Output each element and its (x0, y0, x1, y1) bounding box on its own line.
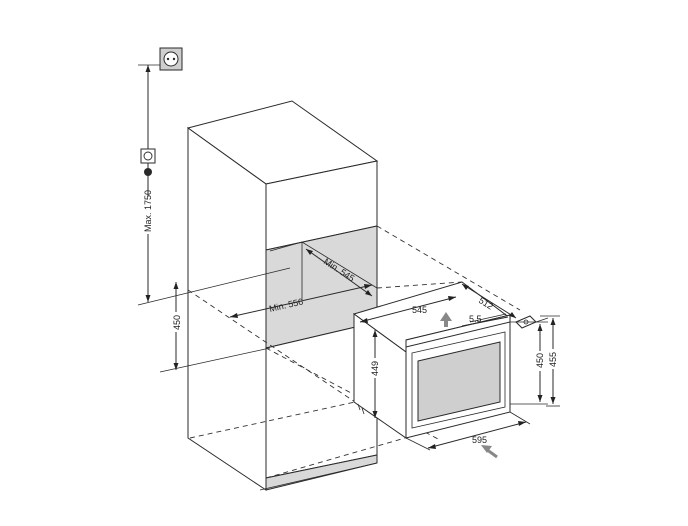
niche-height-dimension: 450 (170, 282, 182, 370)
appliance-depth-label: 545 (412, 305, 427, 315)
front-width-label: 595 (472, 435, 487, 445)
reference-lines (137, 64, 291, 373)
tall-cabinet (186, 100, 379, 491)
door-gap-dimension: 5.5 (461, 314, 509, 327)
power-socket-small-icon (140, 148, 156, 164)
door-gap-label: 5.5 (469, 314, 482, 324)
front-width-dimension: 595 (405, 411, 531, 451)
plug-icon (144, 168, 152, 186)
power-socket-icon (159, 47, 183, 71)
niche-height-label: 450 (172, 315, 182, 330)
front-height-inner-label: 450 (535, 353, 545, 368)
appliance-height-dimension: 449 (369, 330, 381, 418)
front-height-inner-dimension: 450 (510, 321, 548, 405)
airflow-arrow-icon (440, 312, 452, 327)
appliance-depth-dimension: 545 (359, 296, 457, 323)
appliance-height-label: 449 (370, 361, 380, 376)
airflow-arrow-icon (481, 445, 498, 459)
max-height-label: Max. 1750 (143, 190, 153, 232)
front-height-outer-label: 455 (548, 352, 558, 367)
front-height-outer-dimension: 455 (540, 315, 560, 407)
